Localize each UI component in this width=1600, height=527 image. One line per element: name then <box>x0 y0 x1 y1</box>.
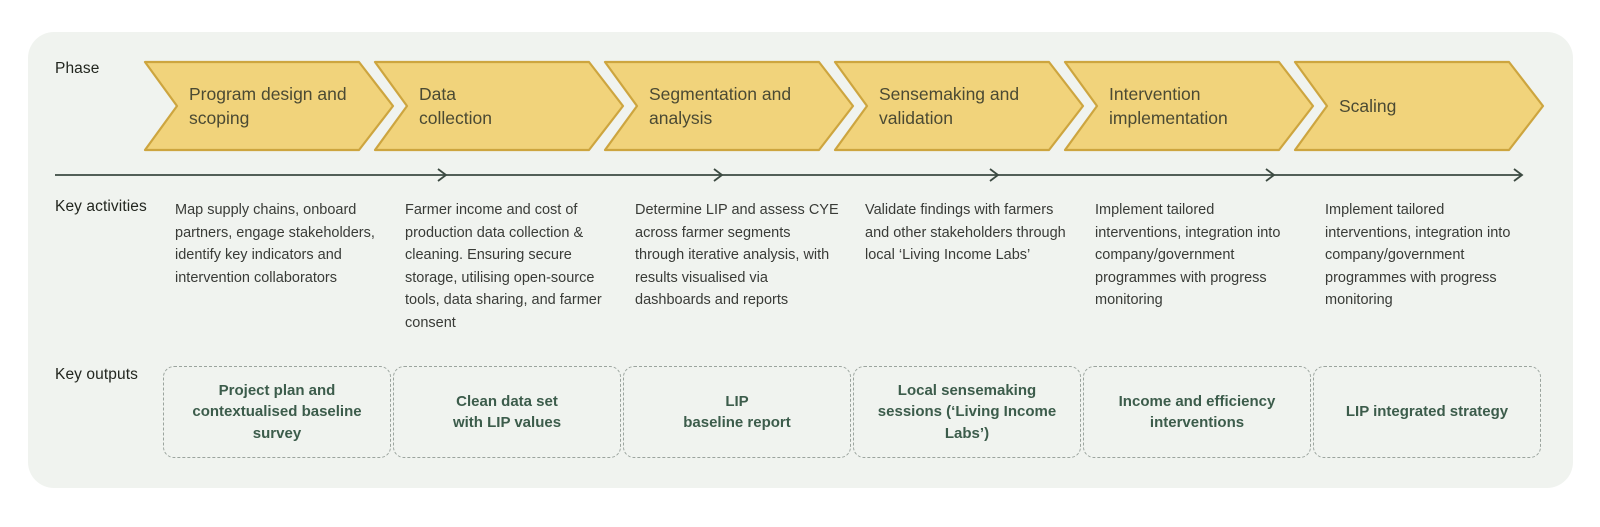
phase-chevron-intervention: Intervention implementation <box>1063 60 1315 152</box>
activity-segmentation: Determine LIP and assess CYE across farm… <box>635 202 839 308</box>
output-text: Income and efficiency interventions <box>1118 392 1276 431</box>
output-box-lip-strategy: LIP integrated strategy <box>1313 366 1541 458</box>
chevron-arrow-shape-icon <box>1063 60 1315 152</box>
chevron-arrow-shape-icon <box>603 60 855 152</box>
output-box-lip-baseline: LIP baseline report <box>623 366 851 458</box>
chevron-arrow-shape-icon <box>143 60 395 152</box>
output-text: Project plan and contextualised baseline… <box>192 382 362 442</box>
key-outputs-row-label: Key outputs <box>55 366 138 383</box>
phase-chevron-track: Program design and scoping Data collecti… <box>143 60 1563 152</box>
activity-program-design: Map supply chains, onboard partners, eng… <box>175 202 375 286</box>
phase-chevron-sensemaking: Sensemaking and validation <box>833 60 1085 152</box>
output-box-income-interventions: Income and efficiency interventions <box>1083 366 1311 458</box>
phase-title: Data collection <box>419 83 492 128</box>
phase-chevron-segmentation: Segmentation and analysis <box>603 60 855 152</box>
output-box-sensemaking-sessions: Local sensemaking sessions (‘Living Inco… <box>853 366 1081 458</box>
output-text: LIP baseline report <box>683 392 791 431</box>
phase-title: Program design and scoping <box>189 83 347 128</box>
output-text: Clean data set with LIP values <box>452 392 562 431</box>
phase-title: Scaling <box>1339 95 1397 116</box>
activity-intervention: Implement tailored interventions, integr… <box>1095 202 1281 308</box>
timeline-arrow-icon <box>55 168 1524 182</box>
key-activities-row-label: Key activities <box>55 198 147 215</box>
output-box-project-plan: Project plan and contextualised baseline… <box>163 366 391 458</box>
chevron-arrow-shape-icon <box>1293 60 1545 152</box>
phase-title: Segmentation and analysis <box>649 83 792 128</box>
phase-title: Sensemaking and validation <box>879 83 1020 128</box>
phase-title: Intervention implementation <box>1109 83 1228 128</box>
output-text: Local sensemaking sessions (‘Living Inco… <box>877 382 1057 442</box>
phase-chevron-program-design: Program design and scoping <box>143 60 395 152</box>
phase-chevron-data-collection: Data collection <box>373 60 625 152</box>
activity-scaling: Implement tailored interventions, integr… <box>1325 202 1511 308</box>
phase-row-label: Phase <box>55 60 100 77</box>
chevron-arrow-shape-icon <box>833 60 1085 152</box>
activity-data-collection: Farmer income and cost of production dat… <box>405 202 602 331</box>
output-box-clean-data: Clean data set with LIP values <box>393 366 621 458</box>
activity-sensemaking: Validate findings with farmers and other… <box>865 202 1066 263</box>
chevron-arrow-shape-icon <box>373 60 625 152</box>
process-diagram-card: Phase Key activities Key outputs Program… <box>28 32 1573 488</box>
output-text: LIP integrated strategy <box>1345 403 1509 421</box>
key-outputs-row: Project plan and contextualised baseline… <box>143 366 1573 458</box>
phase-chevron-scaling: Scaling <box>1293 60 1545 152</box>
